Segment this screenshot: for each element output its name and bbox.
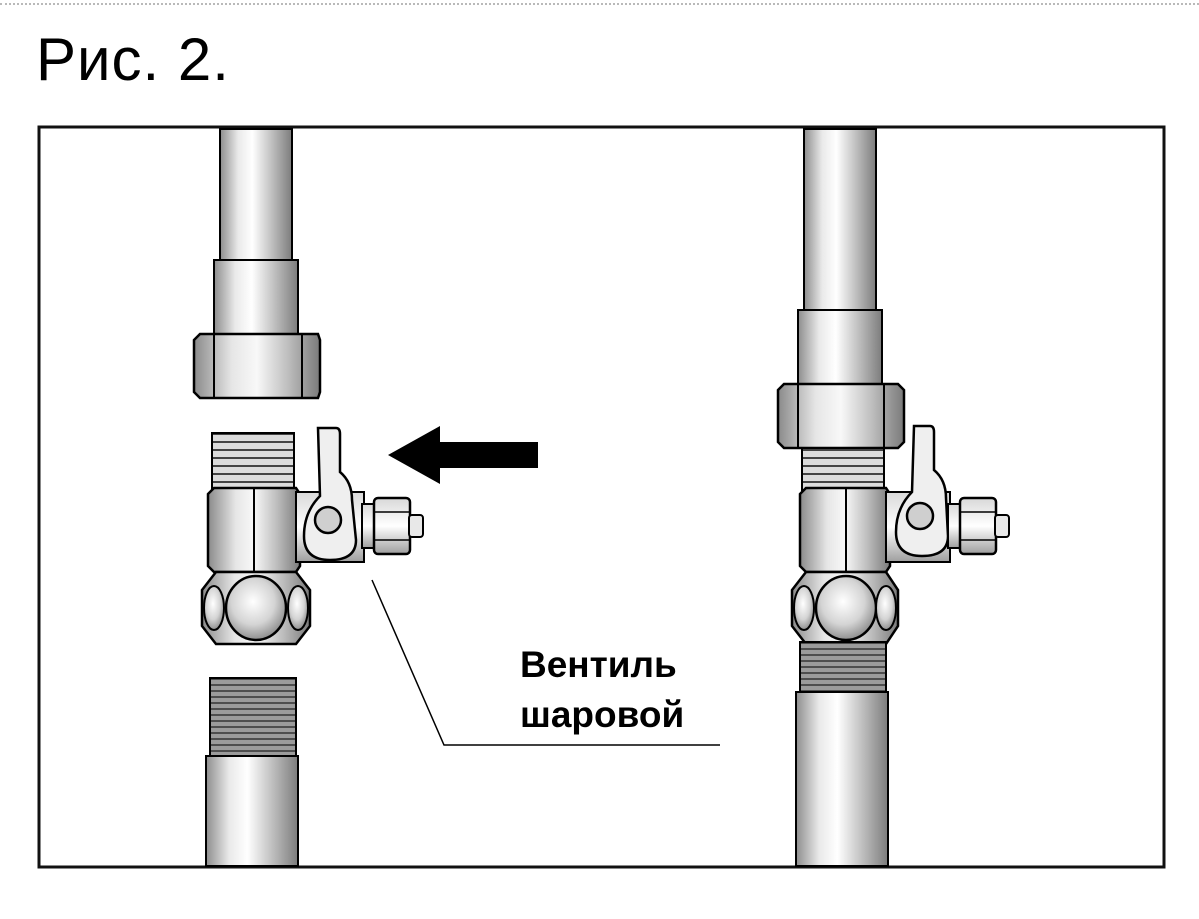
lower-pipe-right xyxy=(795,691,889,867)
direction-arrow xyxy=(388,426,538,484)
union-nut-right xyxy=(776,382,906,450)
lower-pipe-thread-right xyxy=(799,641,887,695)
upper-pipe-left xyxy=(219,128,293,262)
diagram-frame xyxy=(37,125,1166,869)
callout-line-1: Вентиль xyxy=(520,644,677,685)
right-assembly xyxy=(776,128,1010,867)
lower-pipe-thread-left xyxy=(209,677,297,761)
ball-valve-right xyxy=(790,424,1010,646)
upper-pipe-right xyxy=(803,128,877,312)
bottom-nut-left xyxy=(200,570,312,646)
union-nut-left xyxy=(192,332,322,400)
pipe-sleeve-right xyxy=(797,309,883,385)
pipe-sleeve-left xyxy=(213,259,299,337)
lower-pipe-left xyxy=(205,755,299,867)
callout-line-2: шаровой xyxy=(520,694,685,735)
valve-callout-label: Вентиль шаровой xyxy=(520,640,684,740)
ball-valve-left xyxy=(200,426,424,646)
callout-leader xyxy=(371,579,720,746)
top-dashed-rule xyxy=(0,3,1199,5)
left-assembly xyxy=(192,128,424,867)
bottom-nut-right xyxy=(790,570,900,646)
figure-title: Рис. 2. xyxy=(36,26,230,93)
